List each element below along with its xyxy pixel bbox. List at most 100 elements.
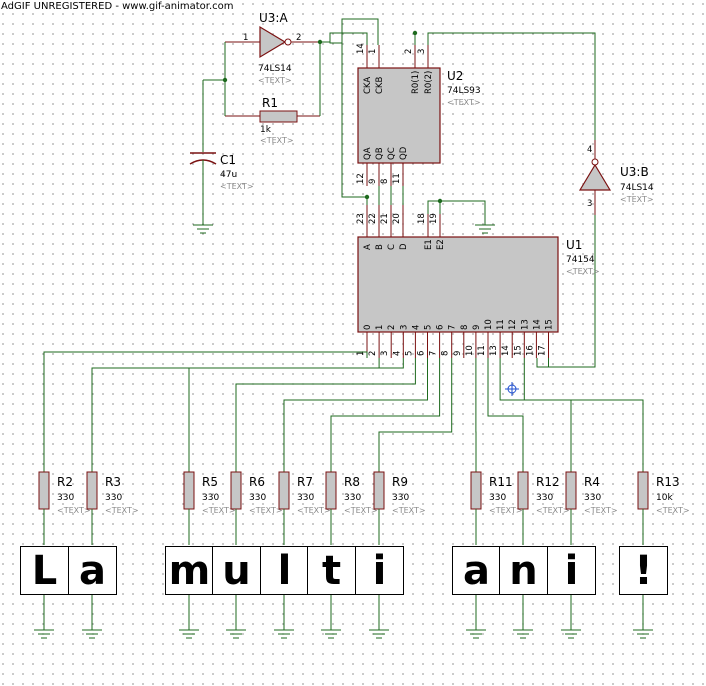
u2-pin-label: R0(2) [424,71,434,94]
c1-value: 47u [220,170,237,180]
u2-pin-label: CKB [375,76,385,94]
resistor-ref: R13 [656,475,680,489]
oscillator-wiring [203,32,368,197]
u2-pin-label: R0(1) [411,71,421,94]
u2-text: <TEXT> [447,98,481,107]
u1-output-label: 5 [424,325,434,330]
u1-output-label: 10 [484,319,494,330]
resistor-ref: R9 [392,475,408,489]
resistor-r11[interactable]: R11 330 <TEXT> [466,471,523,639]
resistor-value: 330 [392,493,409,503]
u1-output-pin-num: 14 [501,345,511,356]
u1-output-pin-num: 15 [513,345,523,356]
u1-text: <TEXT> [566,267,600,276]
u2-part: 74LS93 [447,86,481,96]
resistor-text: <TEXT> [249,506,283,515]
u2-pin-num: 3 [417,49,427,54]
u1-pin-label: E2 [436,239,446,250]
resistor-ref: R12 [536,475,560,489]
r1-ref: R1 [262,96,278,110]
u1-output-label: 11 [496,319,506,330]
display-letter: i [547,546,596,595]
display-letter: a [452,546,501,595]
u1-output-pin-num: 11 [477,345,487,356]
r1-value: 1k [260,125,272,135]
u2-wiring [341,18,596,205]
resistor-value: 10k [656,493,673,503]
resistor-value: 330 [105,493,122,503]
resistor-ref: R3 [105,475,121,489]
u1-output-pin-num: 3 [380,351,390,356]
u3b-part: 74LS14 [620,183,654,193]
u1-output-pin-num: 4 [392,351,402,356]
r1-text: <TEXT> [260,136,294,145]
resistor-ref: R4 [584,475,600,489]
u2-pin-num: 2 [404,49,414,54]
resistor-value: 330 [489,493,506,503]
resistor-text: <TEXT> [536,506,570,515]
resistor-text: <TEXT> [105,506,139,515]
resistor-value: 330 [536,493,553,503]
u3a-part: 74LS14 [258,64,292,74]
u1-pin-label: D [399,243,409,250]
resistor-r13[interactable]: R13 10k <TEXT> [633,471,690,639]
resistor-ref: R7 [297,475,313,489]
u1-output-label: 7 [448,325,458,330]
u2-pin-num: 14 [356,43,366,54]
u2-pin-label: CKA [363,77,373,94]
u1-pin-num: 18 [417,213,427,224]
u1-part: 74154 [566,255,595,265]
resistor-ref: R11 [489,475,513,489]
u1-output-label: 6 [436,325,446,330]
display-letter: ! [619,546,668,595]
u1-output-label: 13 [520,319,530,330]
u1-output-pin-num: 2 [368,351,378,356]
display-letter: i [355,546,404,595]
u2-pin-label: QC [387,147,397,160]
c1-text: <TEXT> [220,182,254,191]
resistor-r12[interactable]: R12 330 <TEXT> [513,471,570,639]
resistor-text: <TEXT> [584,506,618,515]
u1-pin-num: 22 [368,213,378,224]
u3a-text: <TEXT> [258,76,292,85]
u1-output-label: 12 [508,319,518,330]
u1-output-pin-num: 13 [489,345,499,356]
inverter-u3a[interactable]: 1 2 U3:A 74LS14 <TEXT> [225,11,320,85]
display-letter: t [307,546,356,595]
u1-output-label: 3 [399,325,409,330]
u2-pin-num: 8 [380,179,390,184]
resistor-text: <TEXT> [57,506,91,515]
resistor-ref: R8 [344,475,360,489]
resistor-r3[interactable]: R3 330 <TEXT> [82,471,139,639]
output-wiring [43,351,644,472]
u1-output-pin-num: 1 [356,351,366,356]
resistor-ref: R5 [202,475,218,489]
u3a-pin-in: 1 [243,33,248,43]
capacitor-c1[interactable]: C1 47u <TEXT> [189,80,254,234]
resistor-r1[interactable]: R1 1k <TEXT> [225,96,320,145]
u2-ref: U2 [447,69,463,83]
resistor-value: 330 [297,493,314,503]
u3b-text: <TEXT> [620,195,654,204]
display-letter: l [260,546,309,595]
resistor-text: <TEXT> [489,506,523,515]
u2-pin-label: QA [363,147,373,160]
inverter-u3b[interactable]: 4 3 U3:B 74LS14 <TEXT> [536,140,654,368]
u3b-ref: U3:B [620,165,649,179]
u1-output-pin-num: 5 [404,351,414,356]
u3a-ref: U3:A [259,11,288,25]
resistor-text: <TEXT> [656,506,690,515]
u1-pin-num: 21 [380,213,390,224]
u1-output-pin-num: 9 [453,351,463,356]
u1-pin-label: A [363,244,373,250]
